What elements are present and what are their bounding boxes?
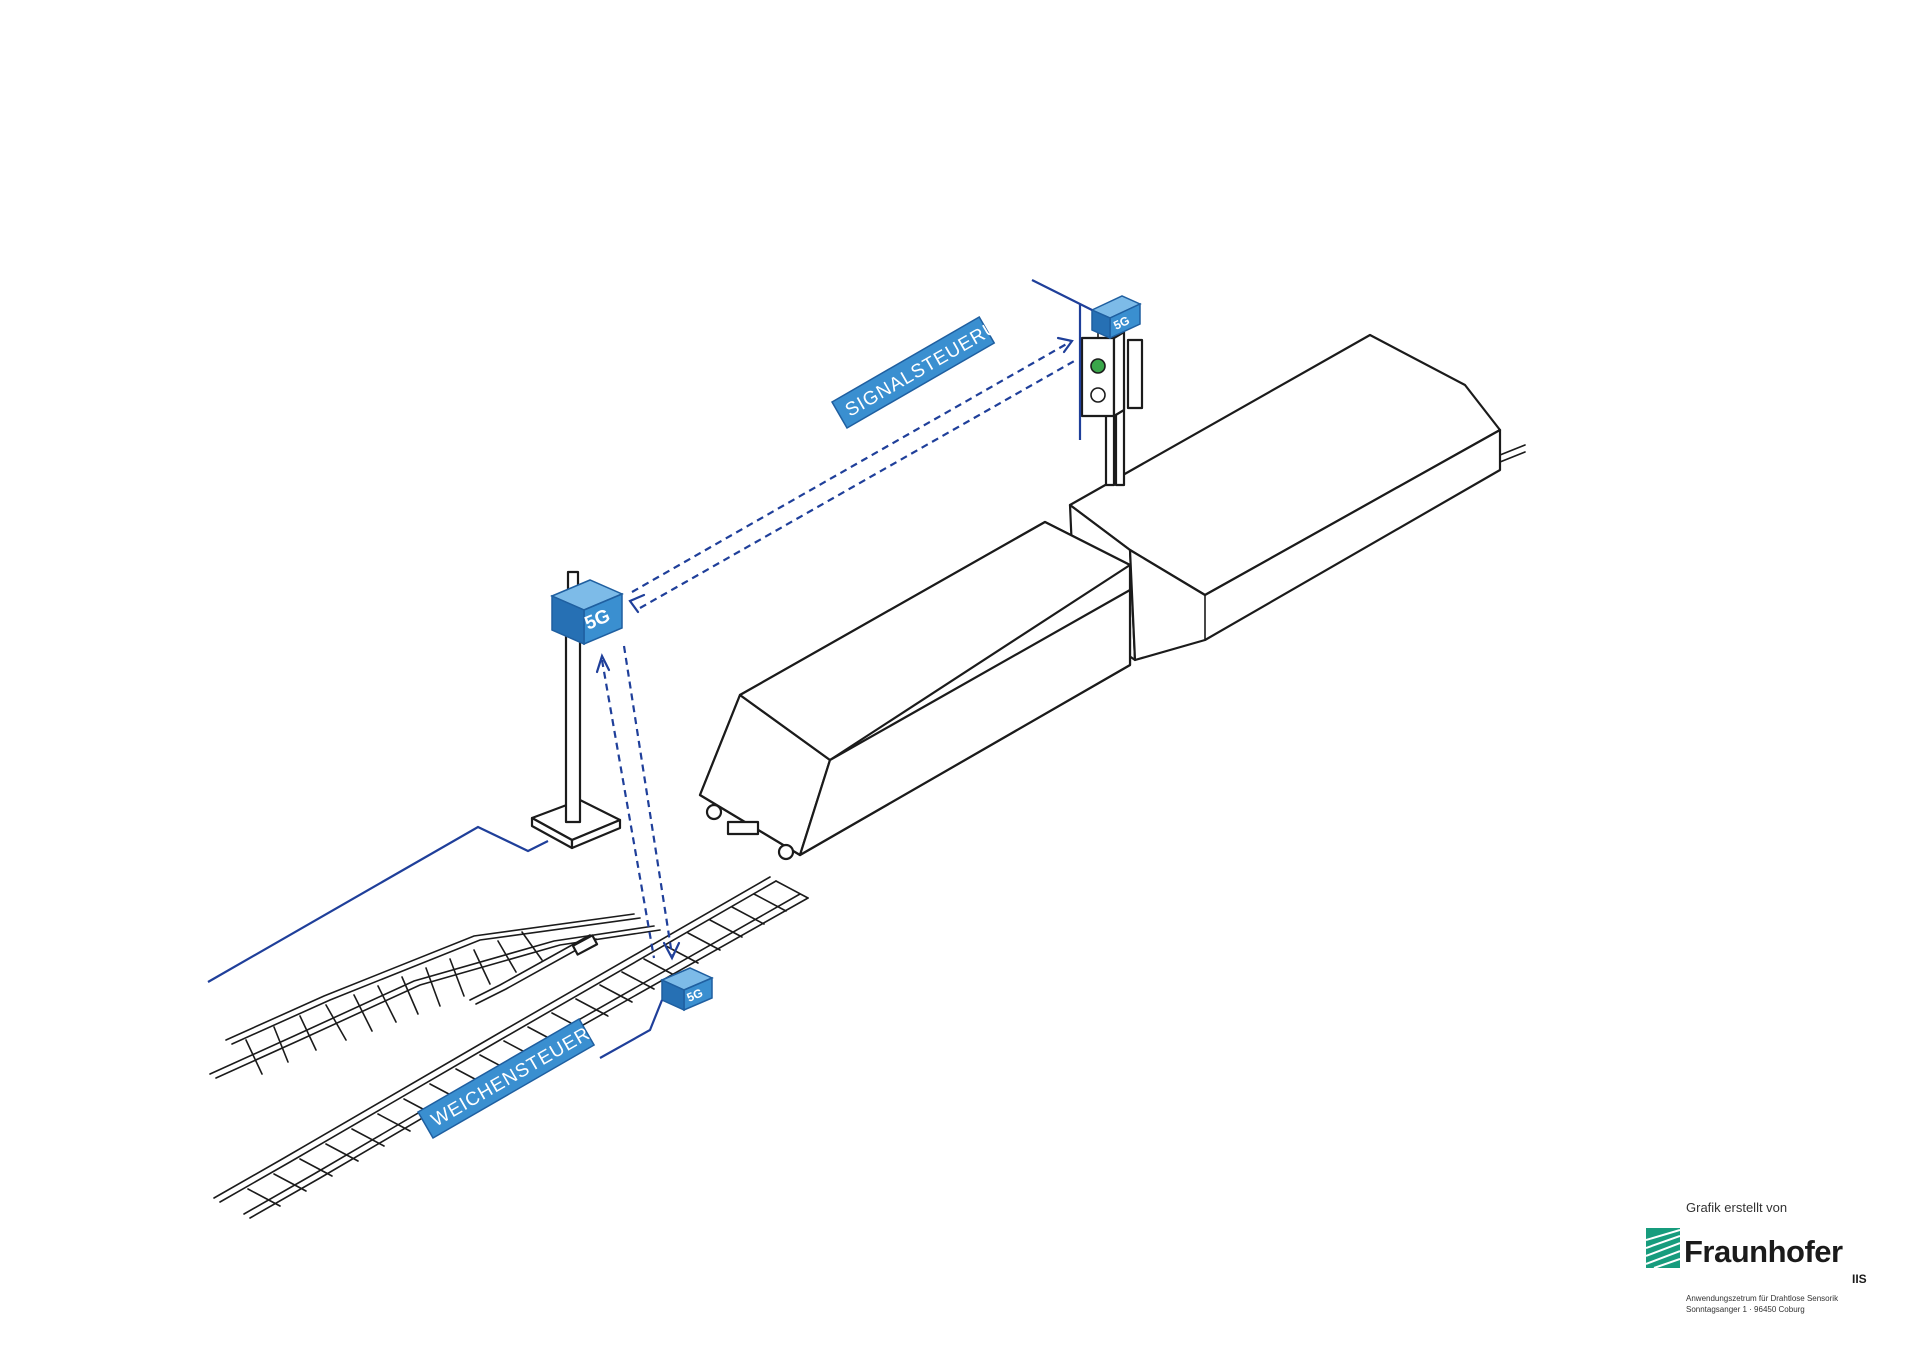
- 5g-link-signal: [628, 336, 1077, 614]
- signal-off-light: [1090, 387, 1106, 403]
- 5g-link-switch: [595, 645, 681, 961]
- track-ties: [245, 880, 809, 1207]
- fraunhofer-mark-icon: [1646, 1228, 1680, 1268]
- train: [698, 333, 1526, 861]
- signal-control-label: SIGNALSTEUERUNG: [830, 301, 1029, 430]
- fraunhofer-unit: IIS: [1852, 1272, 1867, 1286]
- switch-5g-label: 5G: [685, 986, 705, 1005]
- switch-5g-module: 5G: [660, 967, 714, 1012]
- credit-address-line1: Anwendungszetrum für Drahtlose Sensorik: [1686, 1294, 1839, 1303]
- credit-address-line2: Sonntagsanger 1 · 96450 Coburg: [1686, 1305, 1805, 1314]
- credit-created-by: Grafik erstellt von: [1686, 1200, 1788, 1215]
- signal-5g-label: 5G: [1111, 313, 1131, 332]
- train-car-front: [698, 520, 1132, 861]
- signal-green-light: [1090, 358, 1106, 374]
- fraunhofer-logo: Fraunhofer: [1646, 1228, 1906, 1274]
- fraunhofer-brand: Fraunhofer: [1684, 1234, 1843, 1269]
- svg-text:WEICHENSTEUERUNG: WEICHENSTEUERUNG: [428, 1001, 633, 1132]
- connector-lines: [207, 279, 1093, 1059]
- signal-mast: [1080, 319, 1144, 487]
- signal-5g-module: 5G: [1090, 295, 1142, 340]
- 5g-tower: [530, 570, 622, 850]
- tower-5g-module: 5G: [550, 579, 624, 646]
